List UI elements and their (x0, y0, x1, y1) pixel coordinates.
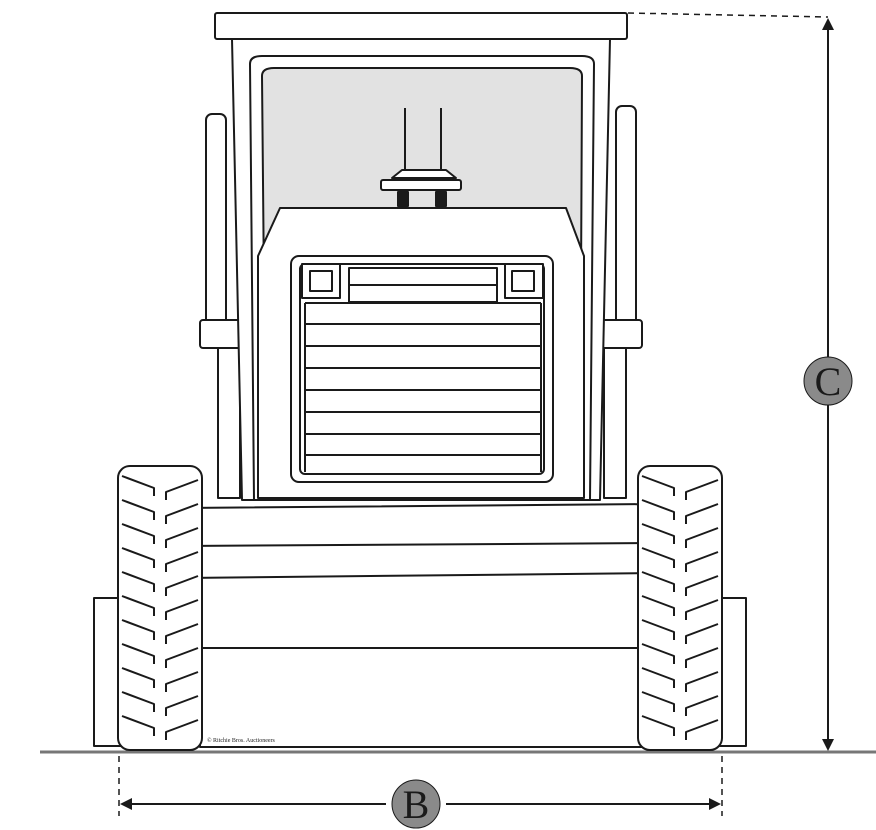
tire-tread (641, 475, 719, 500)
dimension-b-label: B (403, 782, 430, 827)
tire-tread (121, 499, 199, 524)
chassis (199, 644, 643, 748)
copyright-text: © Ritchie Bros. Auctioneers (207, 737, 276, 744)
tire-tread (641, 595, 719, 620)
dimension-c (627, 12, 834, 751)
dimension-c-label: C (815, 359, 842, 404)
dimension-c-marker (803, 356, 853, 406)
height-extension-line (627, 12, 829, 18)
tire-body (637, 465, 723, 751)
tire-tread (641, 499, 719, 524)
tire-tread (641, 619, 719, 644)
tire-body (117, 465, 203, 751)
left-stack (199, 113, 251, 499)
tire-tread (121, 523, 199, 548)
tire-tread (121, 475, 199, 500)
tire-tread (121, 547, 199, 572)
tire-tread (121, 595, 199, 620)
tire-tread (121, 571, 199, 596)
tire-tread (121, 619, 199, 644)
tire-tread (641, 643, 719, 668)
tire-tread (121, 715, 199, 740)
tire-tread (121, 667, 199, 692)
tire-tread (641, 523, 719, 548)
tire-tread (121, 643, 199, 668)
tire-tread (641, 667, 719, 692)
right-rear-wheel (719, 597, 747, 747)
tire-tread (641, 715, 719, 740)
tire-tread (641, 691, 719, 716)
tire-tread (641, 571, 719, 596)
tire-tread (641, 547, 719, 572)
grille (290, 255, 554, 483)
steering-column (380, 108, 462, 207)
tire-tread (121, 691, 199, 716)
right-front-tire (637, 465, 723, 751)
front-bumper (181, 503, 659, 649)
cab-roof (214, 12, 628, 40)
left-front-tire (117, 465, 203, 751)
dimension-b (118, 756, 723, 816)
dimension-b-marker (391, 779, 441, 829)
